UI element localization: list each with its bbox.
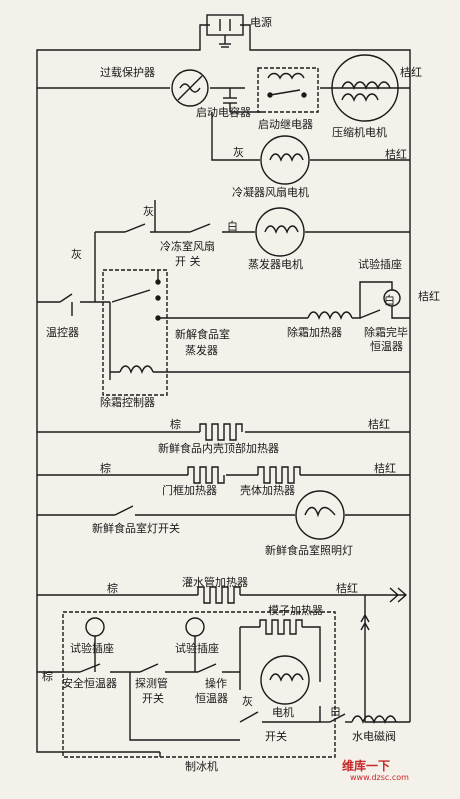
wire-color-brown-3: 棕 xyxy=(107,582,118,595)
wire-color-orange-red-4: 桔红 xyxy=(368,418,390,431)
ice-maker-motor-icon xyxy=(260,655,310,705)
wire-color-white-2: 白 xyxy=(384,294,395,307)
defrost-heater-label: 除霜加热器 xyxy=(287,326,342,339)
wire-color-brown-4: 棕 xyxy=(42,670,53,683)
evaporator-motor-icon xyxy=(255,207,305,257)
condenser-fan-label: 冷凝器风扇电机 xyxy=(232,186,309,199)
wire-color-orange-red-5: 桔红 xyxy=(374,462,396,475)
test-socket-top-label: 试验插座 xyxy=(358,258,402,271)
pipe-heater-label: 灌水管加热器 xyxy=(182,576,248,589)
freezer-fan-switch-label-2: 开 关 xyxy=(175,255,201,268)
start-capacitor-label: 启动电容器 xyxy=(196,106,251,119)
compressor-motor-icon xyxy=(331,54,399,122)
start-capacitor-icon xyxy=(223,88,262,113)
light-icon xyxy=(295,490,345,540)
wire-color-brown-1: 棕 xyxy=(170,418,181,431)
power-label: 电源 xyxy=(250,16,272,29)
wire-color-orange-red-2: 桔红 xyxy=(385,148,407,161)
compressor-label: 压缩机电机 xyxy=(332,126,387,139)
test-socket-a-label: 试验插座 xyxy=(70,642,114,655)
shell-heater-icon xyxy=(257,466,301,484)
watermark-url: www.dzsc.com xyxy=(350,773,409,782)
wire-color-white-3: 白 xyxy=(330,705,341,718)
op-thermostat-label-2: 恒温器 xyxy=(195,692,228,705)
safety-thermostat-label: 安全恒温器 xyxy=(62,677,117,690)
defrost-end-label: 除霜完毕 xyxy=(364,326,408,339)
pipe-heater-icon xyxy=(197,586,241,604)
door-heater-icon xyxy=(187,466,225,484)
evaporator-motor-label: 蒸发器电机 xyxy=(248,258,303,271)
condenser-fan-motor-icon xyxy=(260,135,310,185)
overload-icon xyxy=(171,69,209,107)
wire-color-white-1: 白 xyxy=(227,220,238,233)
wire-color-orange-red-3: 桔红 xyxy=(418,290,440,303)
start-relay-label: 启动继电器 xyxy=(258,118,313,131)
overload-label: 过载保护器 xyxy=(100,66,155,79)
ice-maker-box xyxy=(62,611,336,758)
test-socket-b-label: 试验插座 xyxy=(175,642,219,655)
top-heater-label: 新鲜食品内壳顶部加热器 xyxy=(158,442,279,455)
water-valve-label: 水电磁阀 xyxy=(352,730,396,743)
test-socket-b-icon xyxy=(185,617,205,637)
fresh-evaporator-label-2: 蒸发器 xyxy=(185,344,218,357)
shell-heater-label: 壳体加热器 xyxy=(240,484,295,497)
defrost-controller-box xyxy=(102,269,168,396)
wire-color-orange-red-6: 桔红 xyxy=(336,582,358,595)
light-switch-label: 新鲜食品室灯开关 xyxy=(92,522,180,535)
right-rail xyxy=(240,24,411,722)
defrost-end-label-2: 恒温器 xyxy=(370,340,403,353)
watermark-brand: 维库一下 xyxy=(342,759,391,773)
wire-color-grey-4: 灰 xyxy=(242,695,253,708)
test-socket-a-icon xyxy=(85,617,105,637)
thermostat-label: 温控器 xyxy=(46,326,79,339)
op-thermostat-label: 操作 xyxy=(205,677,227,690)
mold-heater-label: 模子加热器 xyxy=(268,604,323,617)
wire-color-orange-red-1: 桔红 xyxy=(400,66,422,79)
top-heater-icon xyxy=(199,423,243,441)
start-relay-box xyxy=(257,67,319,113)
ice-switch-label: 开关 xyxy=(265,730,287,743)
wire-color-grey-1: 灰 xyxy=(233,146,244,159)
ice-maker-label: 制冰机 xyxy=(185,760,218,773)
probe-switch-label: 探测管 xyxy=(135,677,168,690)
freezer-fan-switch-label: 冷冻室风扇 xyxy=(160,240,215,253)
wire-color-grey-3: 灰 xyxy=(71,248,82,261)
probe-switch-label-2: 开关 xyxy=(142,692,164,705)
fresh-evaporator-label: 新解食品室 xyxy=(175,328,230,341)
wire-color-brown-2: 棕 xyxy=(100,462,111,475)
ice-motor-label: 电机 xyxy=(272,706,294,719)
defrost-controller-label: 除霜控制器 xyxy=(100,396,155,409)
door-heater-label: 门框加热器 xyxy=(162,484,217,497)
left-rail xyxy=(36,24,210,753)
wire-color-grey-2: 灰 xyxy=(143,205,154,218)
power-plug-icon xyxy=(206,14,244,48)
light-label: 新鲜食品室照明灯 xyxy=(265,544,353,557)
water-valve-icon xyxy=(351,715,397,724)
